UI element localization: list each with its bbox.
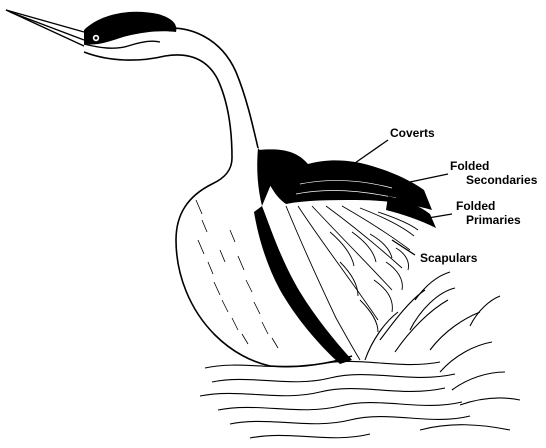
label-folded-secondaries-line1: Folded [450, 159, 489, 173]
water-splash [200, 272, 520, 438]
label-coverts: Coverts [390, 126, 435, 140]
label-folded-primaries-line1: Folded [456, 199, 495, 213]
scapulars-fan [286, 206, 418, 360]
folded-primaries-pointer [428, 214, 452, 218]
grebe-head [84, 12, 176, 48]
wing-coverts [258, 149, 432, 210]
label-folded-secondaries-line2: Secondaries [466, 173, 538, 187]
grebe-bill [6, 10, 84, 46]
label-folded-primaries-line2: Primaries [466, 213, 521, 227]
coverts-pointer [355, 140, 388, 163]
scapulars-pointer [392, 240, 415, 255]
folded-secondaries-pointer [410, 174, 448, 182]
label-scapulars: Scapulars [420, 251, 478, 265]
